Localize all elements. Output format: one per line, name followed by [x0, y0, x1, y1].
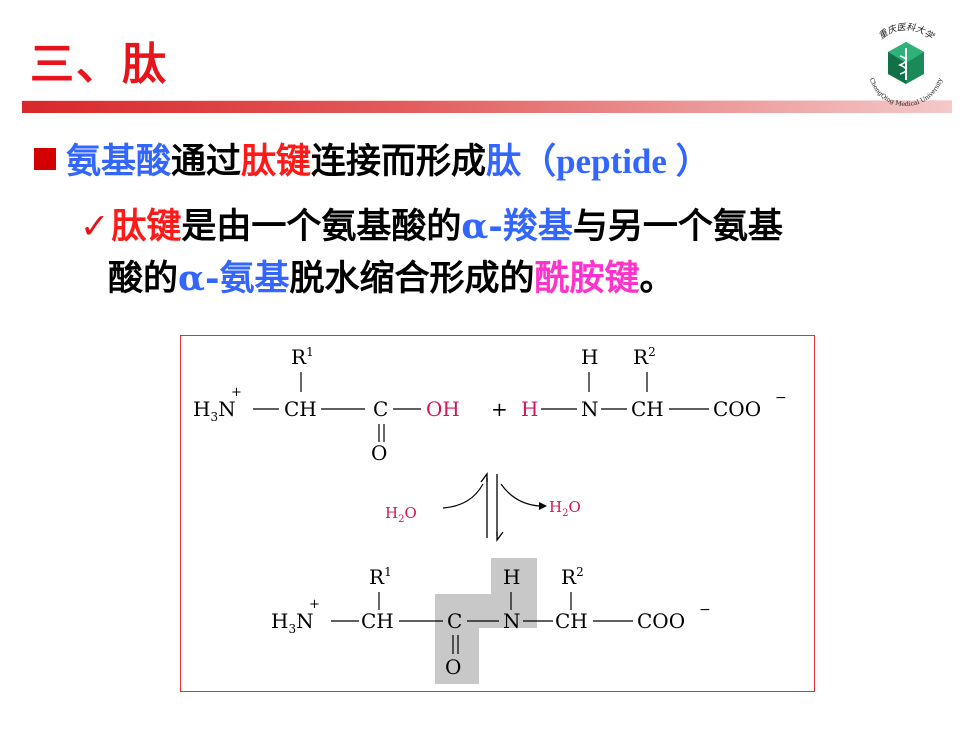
r1-label: R1	[291, 345, 314, 369]
ch-label-1: CH	[284, 397, 317, 421]
product-c-label: C	[447, 609, 462, 633]
reactant-amino-acid-2: H H N R2 CH COO −	[521, 345, 787, 421]
product-r1-label: R1	[369, 565, 392, 589]
highlight-carbonyl	[435, 594, 479, 684]
text-with-another: 与另一个氨基	[572, 207, 783, 247]
carboxyl-c-label: C	[373, 397, 388, 421]
bullet-line-3: 酸的α-氨基脱水缩合形成的酰胺键。	[108, 257, 675, 301]
reaction-svg: R1 H3N + CH C O OH + H H N R2 CH CO	[193, 345, 787, 684]
text-via: 通过	[171, 142, 242, 182]
water-label-left: H2O	[385, 504, 417, 525]
page-title: 三、肽	[30, 39, 168, 90]
dipeptide-product: R1 H3N + CH C O H N R2 CH COO −	[271, 565, 711, 679]
checkmark-icon: ✓	[80, 207, 110, 247]
h3n-label: H3N	[193, 397, 236, 424]
nh-h-label: H	[581, 345, 598, 369]
bullet-line-2: ✓肽键是由一个氨基酸的α-羧基与另一个氨基	[80, 205, 783, 249]
text-dehydration: 脱水缩合形成的	[289, 259, 535, 299]
ch-label-2: CH	[631, 397, 664, 421]
plus-sign: +	[491, 397, 508, 421]
highlight-bridge	[477, 594, 493, 628]
amino-h-label: H	[521, 397, 538, 421]
product-coo-label: COO	[637, 609, 685, 633]
term-alpha-carboxyl: α-羧基	[461, 206, 573, 247]
text-composed-of: 是由一个氨基酸的	[181, 207, 462, 247]
text-period: 。	[639, 259, 675, 299]
r2-label: R2	[633, 345, 656, 369]
water-label-right: H2O	[549, 498, 581, 519]
minus-charge: −	[775, 390, 787, 406]
term-peptide-english: （peptide ）	[521, 142, 711, 181]
plus-charge: +	[231, 385, 242, 400]
product-ch-label-2: CH	[555, 609, 588, 633]
reactant-amino-acid-1: R1 H3N + CH C O OH	[193, 345, 460, 465]
logo-hexagon-icon	[888, 42, 924, 84]
product-plus-charge: +	[309, 597, 320, 612]
product-minus-charge: −	[699, 602, 711, 618]
product-r2-label: R2	[561, 565, 584, 589]
text-acid-of: 酸的	[108, 259, 179, 299]
logo-text-top: 重庆医科大学	[877, 22, 937, 43]
title-underline-bar	[22, 100, 952, 113]
hydroxyl-label: OH	[426, 397, 460, 421]
square-bullet-icon	[34, 148, 56, 170]
product-ch-label-1: CH	[361, 609, 394, 633]
highlight-nh	[491, 558, 537, 628]
product-h3n-label: H3N	[271, 609, 314, 636]
bullet-line-1: 氨基酸通过肽键连接而形成肽（peptide ）	[34, 140, 711, 184]
carbonyl-o-label: O	[371, 441, 387, 465]
product-n-label: N	[503, 609, 521, 633]
term-peptide-bond-2: 肽键	[111, 207, 182, 247]
term-amino-acid: 氨基酸	[66, 142, 172, 182]
term-peptide: 肽	[486, 142, 522, 182]
term-alpha-amino: α-氨基	[178, 258, 290, 299]
coo-label: COO	[713, 397, 761, 421]
product-o-label: O	[445, 655, 461, 679]
university-logo: 重庆医科大学 ChongQing Medical University	[868, 22, 945, 108]
term-amide-bond: 酰胺键	[534, 259, 640, 299]
equilibrium-arrows-icon	[442, 472, 547, 542]
peptide-bond-formation-diagram: R1 H3N + CH C O OH + H H N R2 CH CO	[180, 335, 815, 692]
term-peptide-bond: 肽键	[241, 142, 312, 182]
n-label: N	[581, 397, 599, 421]
product-nh-h-label: H	[503, 565, 520, 589]
text-connect-form: 连接而形成	[311, 142, 487, 182]
